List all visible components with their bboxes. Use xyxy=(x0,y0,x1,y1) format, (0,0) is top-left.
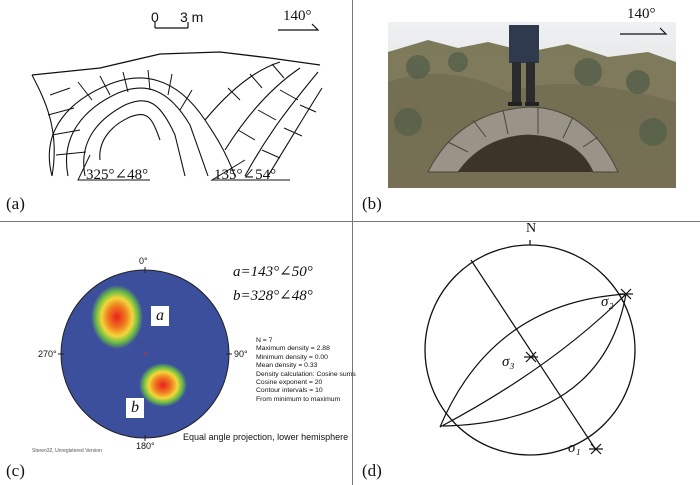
direction-label: 140° xyxy=(283,8,312,24)
watermark: Stereo32, Unregistered Version xyxy=(32,448,102,454)
stat-line: Density calculation: Cosine sums xyxy=(256,370,356,378)
tick-270: 270° xyxy=(38,349,57,359)
stat-line: Minimum density = 0.00 xyxy=(256,353,328,361)
stats-block: N = 7 Maximum density = 2.88 Minimum den… xyxy=(256,337,356,404)
scale-start: 0 xyxy=(151,9,159,25)
direction-arrow-icon xyxy=(278,23,320,31)
photo-direction-label: 140° xyxy=(627,6,656,22)
svg-text:+: + xyxy=(143,349,148,359)
north-label: N xyxy=(526,221,537,236)
attitude-b: b=328°∠48° xyxy=(233,288,313,304)
sigma2-label: σ₂ xyxy=(601,294,614,310)
stereonet-density-plot: + xyxy=(58,267,232,441)
tick-0: 0° xyxy=(139,256,148,266)
sigma1-label: σ₁ xyxy=(568,440,581,456)
cluster-a xyxy=(91,285,143,349)
stat-line: Mean density = 0.33 xyxy=(256,362,318,370)
panel-label-b: (b) xyxy=(362,194,382,213)
stress-markers xyxy=(524,288,633,455)
photo-direction-arrow-icon xyxy=(620,27,668,35)
tick-180: 180° xyxy=(136,441,155,451)
attitude-a: a=143°∠50° xyxy=(233,264,313,280)
person-figure xyxy=(508,25,539,106)
panel-label-d: (d) xyxy=(362,461,382,480)
cluster-b-label: b xyxy=(126,398,144,418)
panel-a-cross-section xyxy=(31,22,323,181)
stat-line: From minimum to maximum xyxy=(256,395,341,403)
stress-stereonet xyxy=(424,240,636,456)
vertical-divider xyxy=(352,0,353,485)
stat-line: N = 7 xyxy=(256,337,273,344)
attitude-right: 135°∠54° xyxy=(214,167,277,183)
surface-line xyxy=(31,51,321,76)
projection-caption: Equal angle projection, lower hemisphere xyxy=(183,432,349,442)
cluster-b xyxy=(139,363,187,407)
joints xyxy=(47,63,317,159)
panel-label-a: (a) xyxy=(6,194,25,213)
scale-end: 3 m xyxy=(180,9,204,25)
stat-line: Maximum density = 2.88 xyxy=(256,345,330,353)
stat-line: Cosine exponent = 20 xyxy=(256,379,323,387)
field-photo xyxy=(388,22,676,188)
sigma3-label: σ₃ xyxy=(502,354,515,370)
cluster-a-label: a xyxy=(151,306,169,326)
fold-layers xyxy=(31,61,323,177)
horizontal-divider xyxy=(0,221,700,222)
attitude-left: 325°∠48° xyxy=(86,167,149,183)
panel-label-c: (c) xyxy=(6,461,25,480)
tick-90: 90° xyxy=(234,349,248,359)
stat-line: Contour intervals = 10 xyxy=(256,387,323,395)
